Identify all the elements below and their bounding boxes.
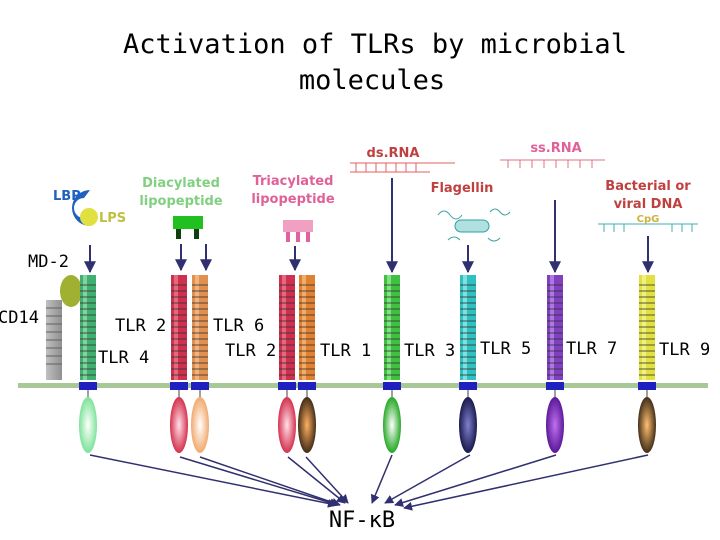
flagellin-label: Flagellin — [431, 181, 494, 196]
title-line-2: molecules — [299, 65, 445, 96]
diacylated-label-1: Diacylated — [142, 176, 220, 191]
tir-domain-tlr1 — [298, 397, 316, 453]
tm-domain-tlr2-b — [278, 382, 296, 390]
tm-domain-tlr7 — [546, 382, 564, 390]
tm-domain-tlr5 — [459, 382, 477, 390]
triacylated-label-1: Triacylated — [253, 174, 334, 189]
bacterial-label-2: viral DNA — [614, 197, 683, 212]
flagellin-shape — [437, 208, 511, 242]
dsrna-shape — [350, 162, 455, 173]
lbp-label: LBP — [53, 189, 81, 204]
label-tlr1: TLR 1 — [320, 341, 371, 361]
receptor-group — [79, 275, 656, 453]
label-tlr6: TLR 6 — [213, 316, 264, 336]
tm-domain-tlr2-a — [170, 382, 188, 390]
cpg-label: CpG — [637, 214, 660, 225]
receptor-highlight-tlr2-a — [174, 275, 178, 380]
diacylated-label-2: lipopeptide — [139, 194, 223, 209]
tm-domain-tlr3 — [383, 382, 401, 390]
diacylated-lipopeptide-shape — [173, 216, 203, 239]
label-tlr9: TLR 9 — [659, 340, 710, 360]
receptor-highlight-tlr6 — [195, 275, 199, 380]
label-tlr2-b: TLR 2 — [225, 341, 276, 361]
label-tlr4: TLR 4 — [98, 348, 149, 368]
tm-domain-tlr9 — [638, 382, 656, 390]
dna-shape — [598, 223, 698, 232]
receptor-highlight-tlr9 — [642, 275, 646, 380]
receptor-highlight-tlr1 — [302, 275, 306, 380]
receptor-tlr6 — [191, 275, 209, 453]
triacylated-label-2: lipopeptide — [251, 192, 335, 207]
tm-domain-tlr1 — [298, 382, 316, 390]
bacterial-label-1: Bacterial or — [605, 179, 691, 194]
lps-label: LPS — [99, 211, 126, 226]
tm-domain-tlr4 — [79, 382, 97, 390]
ssrna-label: ss.RNA — [530, 141, 581, 156]
receptor-highlight-tlr3 — [387, 275, 391, 380]
receptor-tlr9 — [638, 275, 656, 453]
receptor-highlight-tlr5 — [463, 275, 467, 380]
title-line-1: Activation of TLRs by microbial — [123, 29, 627, 60]
dsrna-label: ds.RNA — [367, 146, 420, 161]
receptor-tlr2-b — [278, 275, 296, 453]
receptor-highlight-tlr7 — [550, 275, 554, 380]
tir-domain-tlr4 — [79, 397, 97, 453]
receptor-tlr7 — [546, 275, 564, 453]
md2-shape — [60, 275, 82, 307]
tir-domain-tlr2-b — [278, 397, 296, 453]
cell-membrane — [18, 383, 708, 388]
receptor-tlr5 — [459, 275, 477, 453]
cd14-label: CD14 — [0, 308, 39, 328]
signal-arrows — [89, 454, 649, 511]
lps-shape — [80, 208, 98, 226]
label-tlr7: TLR 7 — [566, 339, 617, 359]
tm-domain-tlr6 — [191, 382, 209, 390]
label-tlr5: TLR 5 — [480, 339, 531, 359]
label-tlr2-a: TLR 2 — [115, 316, 166, 336]
tir-domain-tlr7 — [546, 397, 564, 453]
receptor-tlr4 — [79, 275, 97, 453]
receptor-highlight-tlr4 — [83, 275, 87, 380]
receptor-highlight-tlr2-b — [282, 275, 286, 380]
cd14-stripes — [46, 307, 62, 365]
ligand-arrows — [84, 178, 654, 274]
label-tlr3: TLR 3 — [404, 341, 455, 361]
tir-domain-tlr5 — [459, 397, 477, 453]
triacylated-lipopeptide-shape — [283, 220, 313, 242]
tir-domain-tlr3 — [383, 397, 401, 453]
lbp-shape — [72, 190, 90, 226]
receptor-tlr2-a — [170, 275, 188, 453]
receptor-tlr1 — [298, 275, 316, 453]
tir-domain-tlr6 — [191, 397, 209, 453]
md2-label: MD-2 — [28, 252, 69, 272]
ssrna-shape — [500, 159, 605, 168]
tir-domain-tlr2-a — [170, 397, 188, 453]
receptor-tlr3 — [383, 275, 401, 453]
tir-domain-tlr9 — [638, 397, 656, 453]
nfkb-label: NF-κB — [329, 508, 395, 533]
